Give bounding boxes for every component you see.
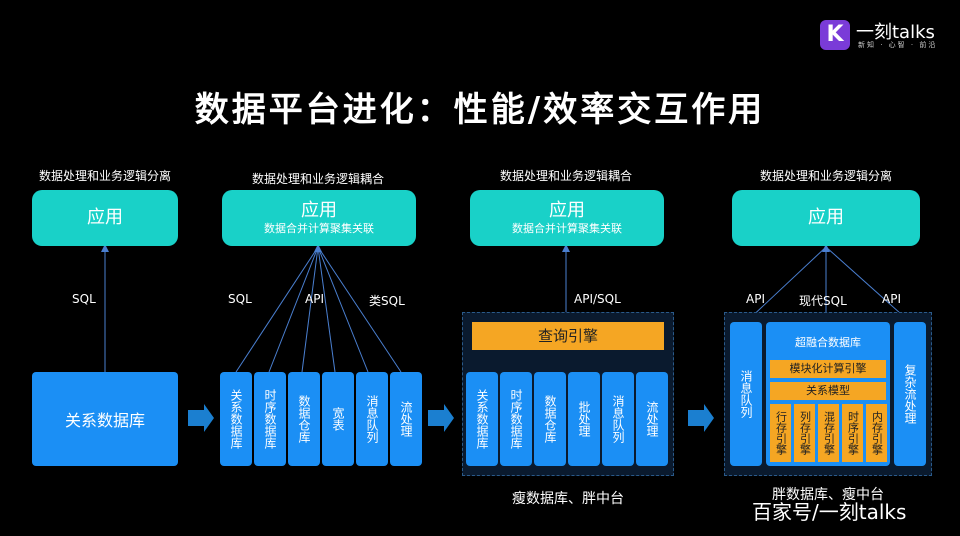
panel4-link-label-3: API xyxy=(882,292,901,306)
panel4-link-left xyxy=(745,246,827,323)
brand-name: 一刻talks xyxy=(856,22,935,43)
arrow-1 xyxy=(188,404,214,432)
panel2-link-5 xyxy=(317,246,369,373)
watermark: 百家号/一刻talks xyxy=(752,500,907,524)
panel4-app-box: 应用 xyxy=(732,190,920,246)
panel3-store-5: 消息队列 xyxy=(602,372,634,466)
panel3-app-label: 应用 xyxy=(549,200,585,221)
panel4-app-label: 应用 xyxy=(808,207,844,228)
panel2-store-6: 流处理 xyxy=(390,372,422,466)
panel1-sql-label: SQL xyxy=(72,292,96,306)
panel3-caption: 数据处理和业务逻辑耦合 xyxy=(499,169,632,183)
panel2-store-2: 时序数据库 xyxy=(254,372,286,466)
panel3-store-3: 数据仓库 xyxy=(534,372,566,466)
arrow-2 xyxy=(428,404,454,432)
panel2-app-box: 应用 数据合并计算聚集关联 xyxy=(222,190,416,246)
panel4-engine-1: 行存引擎 xyxy=(770,404,791,462)
panel2-store-5: 消息队列 xyxy=(356,372,388,466)
panel3-link-label: API/SQL xyxy=(574,292,621,306)
panel3-query-engine: 查询引擎 xyxy=(472,322,664,350)
panel1-store-box: 关系数据库 xyxy=(32,372,178,466)
panel3-app-sublabel: 数据合并计算聚集关联 xyxy=(512,222,622,235)
panel2-link-label-3: 类SQL xyxy=(369,294,405,308)
panel2-store-3: 数据仓库 xyxy=(288,372,320,466)
panel2-app-label: 应用 xyxy=(301,200,337,221)
panel2-store-1: 关系数据库 xyxy=(220,372,252,466)
panel3-store-4: 批处理 xyxy=(568,372,600,466)
panel4-engine-3: 混存引擎 xyxy=(818,404,839,462)
panel1-app-label: 应用 xyxy=(87,207,123,228)
panel2-app-sublabel: 数据合并计算聚集关联 xyxy=(264,222,374,235)
panel1-store-label: 关系数据库 xyxy=(64,411,145,430)
panel4-right-store: 复杂流处理 xyxy=(894,322,926,466)
panel4-fusion-title: 超融合数据库 xyxy=(795,336,861,349)
panel4-relational-model: 关系模型 xyxy=(770,382,886,400)
panel1-caption: 数据处理和业务逻辑分离 xyxy=(38,169,171,183)
panel2-store-4: 宽表 xyxy=(322,372,354,466)
panel3-store-1: 关系数据库 xyxy=(466,372,498,466)
panel2-link-3 xyxy=(301,246,319,373)
panel3-store-2: 时序数据库 xyxy=(500,372,532,466)
panel4-link-label-2: 现代SQL xyxy=(799,294,847,308)
panel2-link-4 xyxy=(317,246,336,373)
panel3-app-box: 应用 数据合并计算聚集关联 xyxy=(470,190,664,246)
arrow-3 xyxy=(688,404,714,432)
panel2-link-2 xyxy=(268,246,319,373)
panel3-footer: 瘦数据库、胖中台 xyxy=(512,491,624,507)
panel2-link-1 xyxy=(235,246,319,373)
panel2-link-label-1: SQL xyxy=(228,292,252,306)
panel4-modular-engine: 模块化计算引擎 xyxy=(770,360,886,378)
panel2-caption: 数据处理和业务逻辑耦合 xyxy=(251,172,384,186)
brand-slogan: 新知 · 心智 · 前沿 xyxy=(858,41,938,49)
brand-logo-mark: K xyxy=(820,20,850,50)
panel3-store-6: 流处理 xyxy=(636,372,668,466)
panel2-link-label-2: API xyxy=(305,292,324,306)
panel4-footer: 胖数据库、瘦中台 xyxy=(772,487,884,503)
panel4-left-store: 消息队列 xyxy=(730,322,762,466)
panel4-link-right xyxy=(825,246,911,323)
panel1-app-box: 应用 xyxy=(32,190,178,246)
page-title: 数据平台进化：性能/效率交互作用 xyxy=(194,90,766,130)
panel4-link-label-1: API xyxy=(746,292,765,306)
panel4-engine-2: 列存引擎 xyxy=(794,404,815,462)
panel2-link-6 xyxy=(317,246,402,373)
panel4-engine-5: 内存引擎 xyxy=(866,404,887,462)
panel4-engine-4: 时序引擎 xyxy=(842,404,863,462)
panel4-caption: 数据处理和业务逻辑分离 xyxy=(759,169,892,183)
